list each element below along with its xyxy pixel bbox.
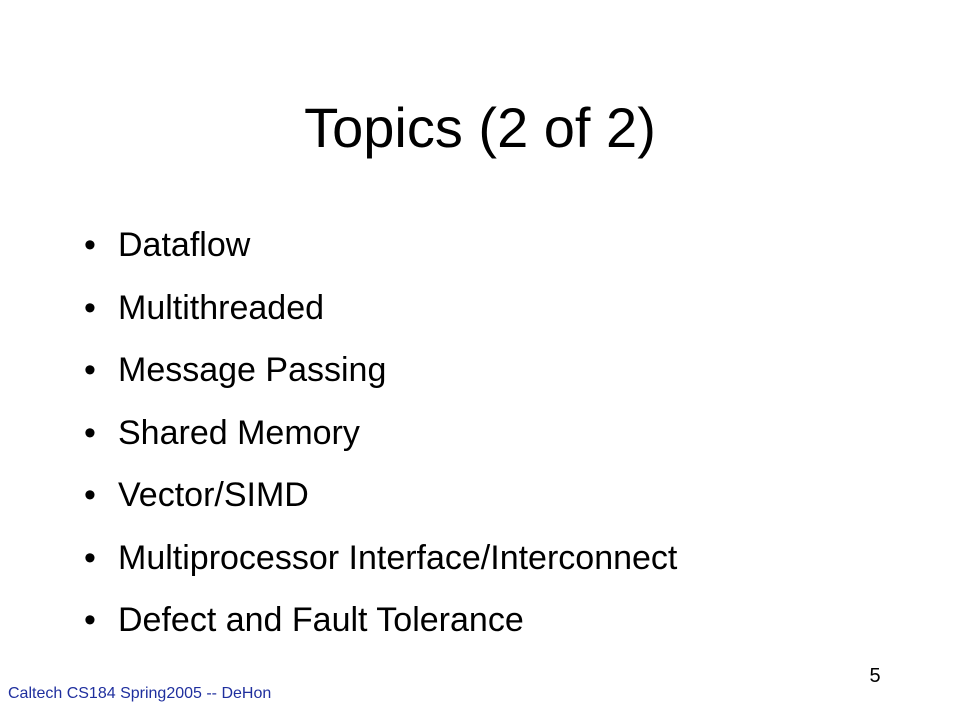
bullet-icon: • (84, 413, 96, 452)
bullet-list: • Dataflow • Multithreaded • Message Pas… (84, 214, 677, 652)
bullet-item: • Vector/SIMD (84, 464, 677, 527)
bullet-icon: • (84, 226, 96, 264)
bullet-item: • Message Passing (84, 339, 677, 402)
bullet-item: • Dataflow (84, 214, 677, 277)
bullet-icon: • (84, 476, 96, 514)
bullet-text: Vector/SIMD (118, 476, 309, 514)
bullet-item: • Multiprocessor Interface/Interconnect (84, 527, 677, 590)
bullet-icon: • (84, 351, 96, 389)
bullet-text: Message Passing (118, 351, 387, 389)
slide-footer: Caltech CS184 Spring2005 -- DeHon (8, 685, 272, 702)
bullet-icon: • (84, 601, 96, 639)
slide-title: Topics (2 of 2) (304, 96, 656, 159)
bullet-text: Defect and Fault Tolerance (118, 601, 524, 639)
bullet-item: • Defect and Fault Tolerance (84, 589, 677, 652)
bullet-text: Dataflow (118, 226, 251, 264)
bullet-item: • Multithreaded (84, 277, 677, 340)
bullet-text: Shared Memory (118, 413, 360, 452)
bullet-icon: • (84, 538, 96, 577)
bullet-text: Multiprocessor Interface/Interconnect (118, 538, 678, 577)
bullet-icon: • (84, 288, 96, 327)
page-number: 5 (869, 665, 881, 687)
bullet-item: • Shared Memory (84, 402, 677, 465)
bullet-text: Multithreaded (118, 288, 325, 327)
